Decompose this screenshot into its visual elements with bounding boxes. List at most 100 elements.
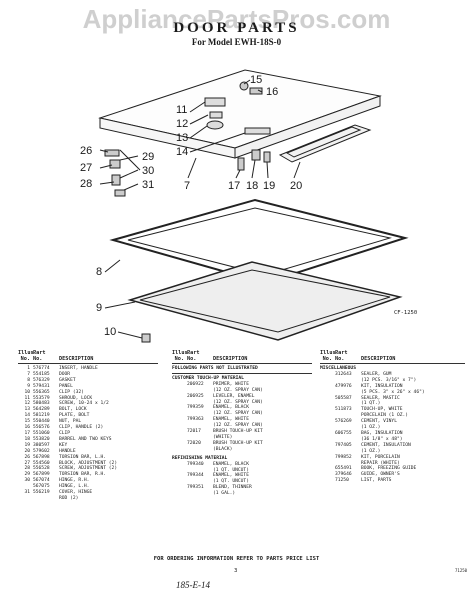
callout-19: 19 xyxy=(263,180,276,192)
table-row: (12 OZ. SPRAY CAN) xyxy=(213,411,263,417)
table-row: (1 QT.) xyxy=(361,401,381,407)
ordering-footer: FOR ORDERING INFORMATION REFER TO PARTS … xyxy=(153,556,320,562)
parts-column-3: Illus.Part No.No.DESCRIPTION MISCELLANEO… xyxy=(320,350,465,484)
handle-part xyxy=(278,124,372,163)
callout-16: 16 xyxy=(266,86,279,98)
callout-13: 13 xyxy=(176,132,189,144)
callout-8: 8 xyxy=(96,266,103,278)
page-title: DOOR PARTS xyxy=(173,20,300,36)
callout-20: 20 xyxy=(290,180,303,192)
table-row: (1 GAL.) xyxy=(213,491,236,497)
callout-17: 17 xyxy=(228,180,241,192)
touch-up-heading: CUSTOMER TOUCH-UP MATERIAL xyxy=(172,375,244,381)
page-number: 3 xyxy=(234,568,238,574)
callout-18: 18 xyxy=(246,180,259,192)
table-row: ROD (2) xyxy=(59,495,79,501)
table-row: REPAIR (WHITE) xyxy=(361,460,400,466)
parts-column-2: Illus.Part No.No.DESCRIPTION FOLLOWING P… xyxy=(172,350,312,497)
cf-code: CF-1250 xyxy=(394,310,418,316)
table-row: (BLACK) xyxy=(213,446,233,452)
table-row: (WHITE) xyxy=(213,434,233,440)
table-row: (5 PCS. 3" x 26" x 46") xyxy=(361,389,425,395)
callout-12: 12 xyxy=(176,118,189,130)
exploded-door-diagram xyxy=(98,69,409,343)
table-row: (12 PCS. 3/16" x 7") xyxy=(361,377,417,383)
callout-30: 30 xyxy=(142,165,155,177)
callout-27: 27 xyxy=(80,162,93,174)
table-row: (12 OZ. SPRAY CAN) xyxy=(213,387,263,393)
callout-31: 31 xyxy=(142,179,155,191)
table-row: (1 OZ.) xyxy=(361,425,381,431)
callout-15: 15 xyxy=(250,74,263,86)
table-row: (1 QT. UNCUT) xyxy=(213,479,249,485)
callout-9: 9 xyxy=(96,302,103,314)
callout-11: 11 xyxy=(176,104,188,116)
watermark: AppliancePartsPros.com xyxy=(82,4,391,34)
corner-code: 71250 xyxy=(455,568,468,573)
table-row: (1 QT. UNCUT) xyxy=(213,467,249,473)
model-subtitle: For Model EWH-18S-0 xyxy=(191,37,282,47)
callout-7: 7 xyxy=(184,180,191,192)
table-row: (1 OZ.) xyxy=(361,448,381,454)
miscellaneous-heading: MISCELLANEOUS xyxy=(320,366,356,371)
callout-29: 29 xyxy=(142,151,155,163)
lock-shroud-part xyxy=(204,97,226,107)
table-row: (12 OZ. SPRAY CAN) xyxy=(213,423,263,429)
table-row: (12 OZ. SPRAY CAN) xyxy=(213,399,263,405)
gasket-part xyxy=(109,198,409,285)
table-row: (36 1/8" x 48") xyxy=(361,436,403,442)
callout-14: 14 xyxy=(176,146,189,158)
callout-10: 10 xyxy=(104,326,117,338)
table-row: PORCELAIN (1 OZ.) xyxy=(361,413,409,419)
callout-28: 28 xyxy=(80,178,93,190)
handwritten-note: 185-E-14 xyxy=(176,580,210,590)
callout-26: 26 xyxy=(80,145,93,157)
refinishing-heading: REFINISHING MATERIAL xyxy=(172,455,228,461)
panel-part xyxy=(127,261,403,341)
not-illustrated-heading: FOLLOWING PARTS NOT ILLUSTRATED xyxy=(172,366,258,371)
